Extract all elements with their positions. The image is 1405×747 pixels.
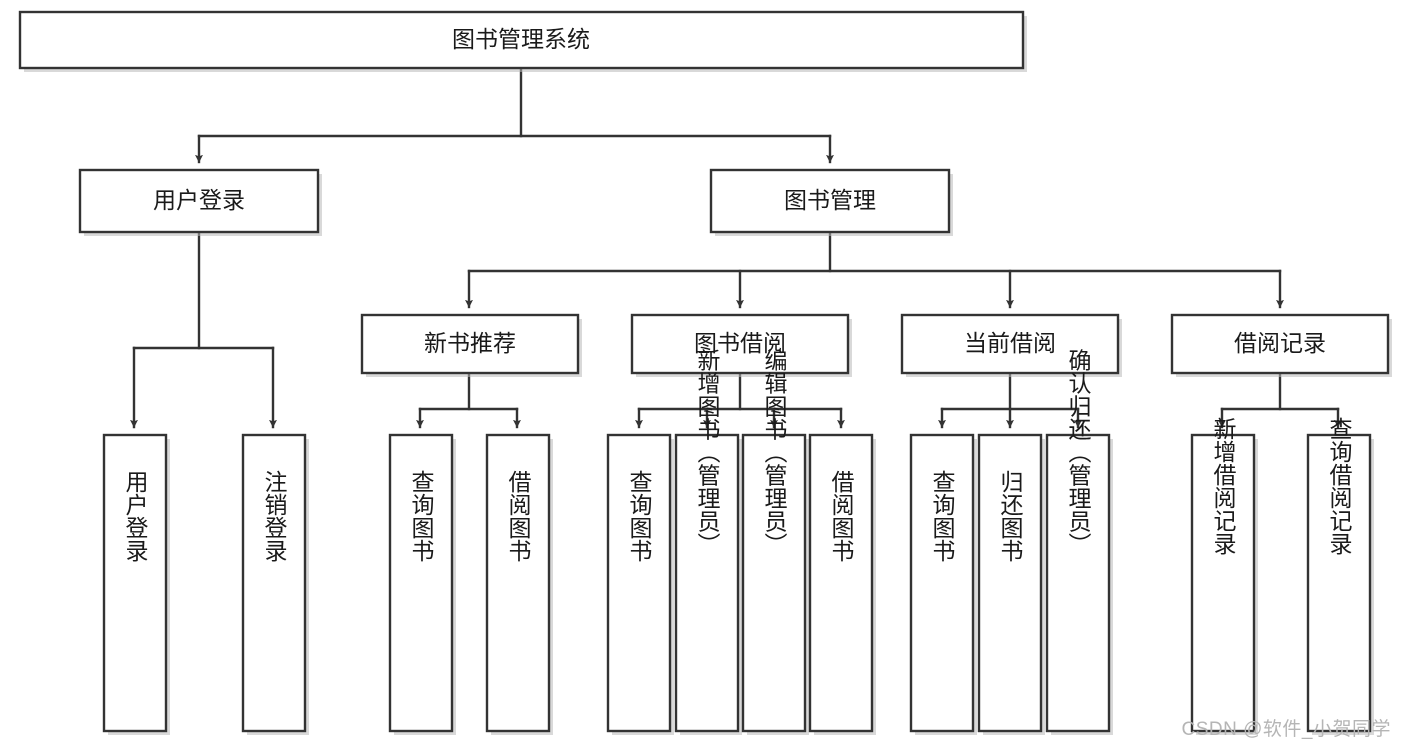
leaf-node-book-borrow-2-box[interactable]	[674, 433, 740, 733]
leaf-node-book-borrow-4-label: 借阅图书	[828, 470, 855, 562]
edge-group-current-borrow-to-leaves	[938, 373, 1082, 429]
leaf-node-user-login-1-box[interactable]	[102, 433, 168, 733]
leaf-node-book-borrow-1[interactable]: 查询图书	[606, 433, 674, 735]
leaf-node-book-borrow-1-label: 查询图书	[626, 470, 653, 562]
node-root-label: 图书管理系统	[452, 26, 590, 52]
leaf-node-current-borrow-3-label: 确认归还（管理员）	[1065, 349, 1092, 556]
node-root-box[interactable]	[18, 10, 1025, 70]
node-user-login-label: 用户登录	[153, 187, 245, 213]
leaf-node-borrow-record-1[interactable]: 新增借阅记录	[1190, 417, 1258, 735]
node-new-book-recommend-label: 新书推荐	[424, 330, 516, 356]
leaf-node-user-login-2-box[interactable]	[241, 433, 307, 733]
node-book-borrow-box[interactable]	[630, 313, 850, 375]
node-current-borrow-label: 当前借阅	[964, 330, 1056, 356]
node-root[interactable]: 图书管理系统	[18, 10, 1027, 72]
leaf-node-current-borrow-3-box[interactable]	[1045, 433, 1111, 733]
node-book-borrow-label: 图书借阅	[694, 330, 786, 356]
node-book-manage[interactable]: 图书管理	[709, 168, 953, 236]
leaf-node-book-borrow-2-label: 新增图书（管理员）	[694, 349, 721, 556]
node-current-borrow[interactable]: 当前借阅	[900, 313, 1122, 377]
leaf-node-current-borrow-2-label: 归还图书	[997, 470, 1024, 562]
leaf-node-borrow-record-1-label: 新增借阅记录	[1210, 417, 1237, 555]
edge-group-borrow-record-to-leaves	[1218, 373, 1342, 429]
leaf-node-user-login-2[interactable]: 注销登录	[241, 433, 309, 735]
leaf-node-new-book-1-label: 查询图书	[408, 470, 435, 562]
leaf-node-borrow-record-2[interactable]: 查询借阅记录	[1306, 417, 1374, 735]
edge-group-root-to-level2	[195, 66, 834, 164]
edge-group-book-manage-to-level3	[465, 230, 1284, 309]
leaf-node-book-borrow-4-box[interactable]	[808, 433, 874, 733]
edge-group-user-login-to-leaves	[130, 230, 277, 429]
leaf-node-current-borrow-2-box[interactable]	[977, 433, 1043, 733]
leaf-node-book-borrow-2[interactable]: 新增图书（管理员）	[674, 349, 742, 736]
node-book-manage-label: 图书管理	[784, 187, 876, 213]
node-current-borrow-box[interactable]	[900, 313, 1120, 375]
csdn-watermark: CSDN @软件_小贺同学	[1181, 719, 1391, 740]
leaf-node-current-borrow-3[interactable]: 确认归还（管理员）	[1045, 349, 1113, 736]
node-borrow-record-label: 借阅记录	[1234, 330, 1326, 356]
leaf-node-book-borrow-3[interactable]: 编辑图书（管理员）	[741, 349, 809, 736]
leaf-node-current-borrow-2[interactable]: 归还图书	[977, 433, 1045, 735]
leaf-node-current-borrow-1-box[interactable]	[909, 433, 975, 733]
node-book-manage-box[interactable]	[709, 168, 951, 234]
edge-group-book-borrow-to-leaves	[635, 373, 845, 429]
leaf-node-new-book-2[interactable]: 借阅图书	[485, 433, 553, 735]
node-new-book-recommend-box[interactable]	[360, 313, 580, 375]
node-user-login[interactable]: 用户登录	[78, 168, 322, 236]
leaf-node-new-book-2-label: 借阅图书	[505, 470, 532, 562]
leaf-node-borrow-record-2-label: 查询借阅记录	[1326, 417, 1353, 555]
leaf-node-book-borrow-1-box[interactable]	[606, 433, 672, 733]
leaf-node-current-borrow-1[interactable]: 查询图书	[909, 433, 977, 735]
leaf-node-new-book-1-box[interactable]	[388, 433, 454, 733]
leaf-node-user-login-1-label: 用户登录	[122, 470, 149, 562]
node-borrow-record[interactable]: 借阅记录	[1170, 313, 1392, 377]
node-user-login-box[interactable]	[78, 168, 320, 234]
leaf-node-borrow-record-2-box[interactable]	[1306, 433, 1372, 733]
leaf-node-new-book-2-box[interactable]	[485, 433, 551, 733]
leaf-node-borrow-record-1-box[interactable]	[1190, 433, 1256, 733]
node-book-borrow[interactable]: 图书借阅	[630, 313, 852, 377]
leaf-node-new-book-1[interactable]: 查询图书	[388, 433, 456, 735]
leaf-node-user-login-2-label: 注销登录	[261, 470, 288, 562]
leaf-node-book-borrow-3-label: 编辑图书（管理员）	[761, 349, 788, 556]
leaf-node-current-borrow-1-label: 查询图书	[929, 470, 956, 562]
node-new-book-recommend[interactable]: 新书推荐	[360, 313, 582, 377]
leaf-node-user-login-1[interactable]: 用户登录	[102, 433, 170, 735]
edge-group-new-book-to-leaves	[416, 373, 521, 429]
node-borrow-record-box[interactable]	[1170, 313, 1390, 375]
leaf-node-book-borrow-4[interactable]: 借阅图书	[808, 433, 876, 735]
leaf-node-book-borrow-3-box[interactable]	[741, 433, 807, 733]
